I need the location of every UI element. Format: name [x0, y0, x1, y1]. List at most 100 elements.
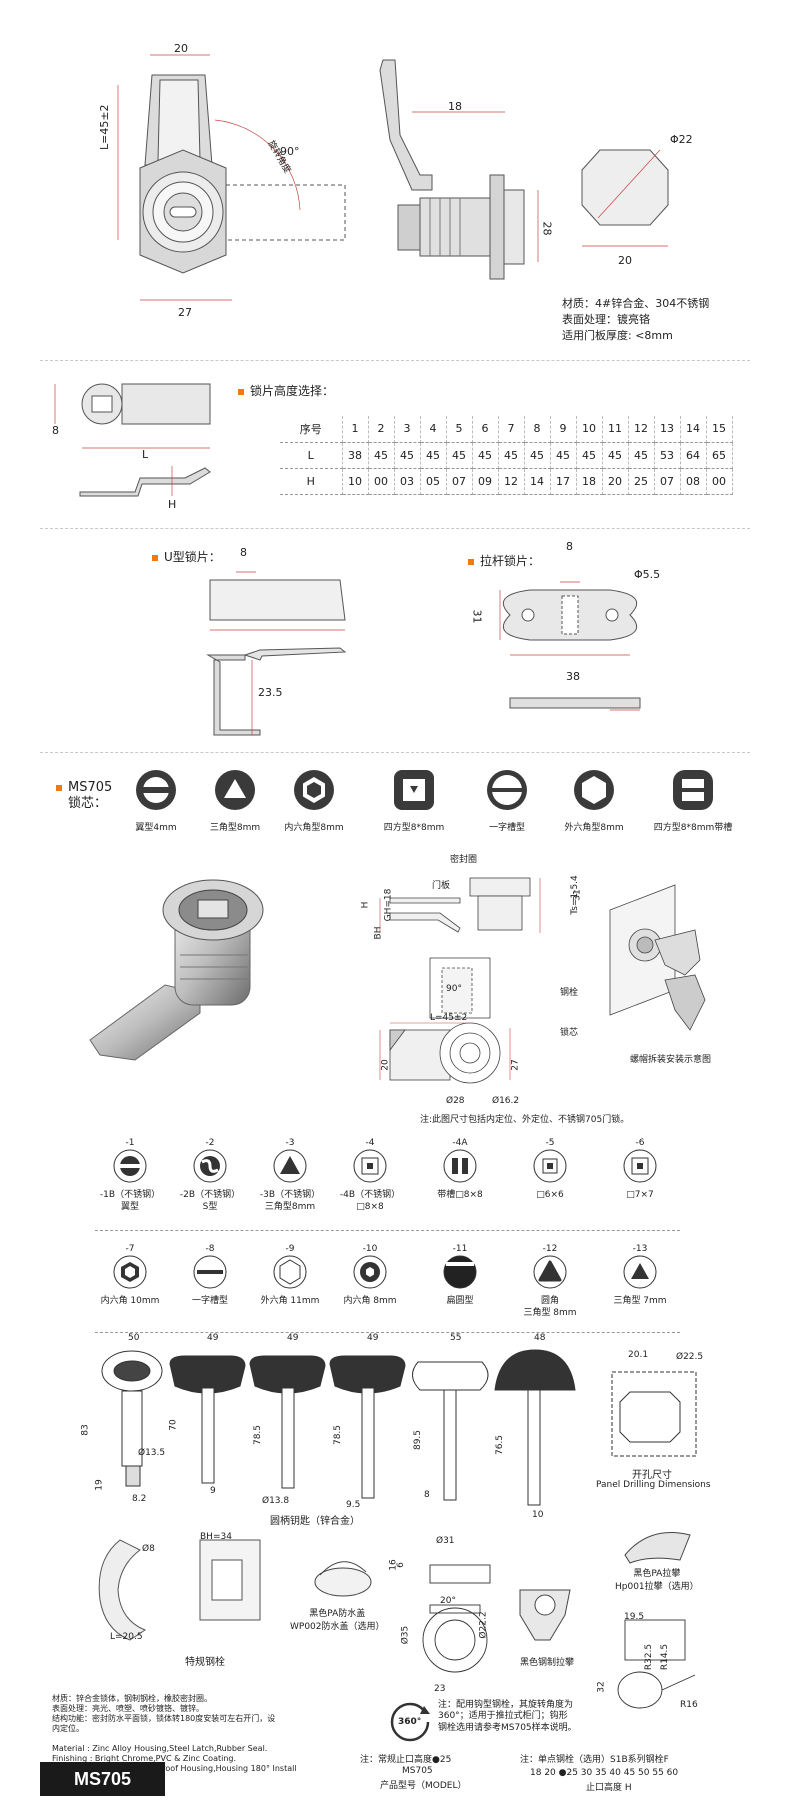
u-tongue-drawing [206, 571, 347, 736]
u-dim-23: 23.5 [258, 686, 283, 699]
cover-dims-drawing [422, 1564, 491, 1673]
slot-core-icon [193, 1255, 227, 1289]
bullet-icon [238, 388, 244, 395]
dim-phi22: Φ22 [670, 133, 693, 146]
variant-item: -5 □6×6 [500, 1138, 600, 1202]
rotation-360-label: 360° [398, 1717, 422, 1727]
table-cell: 07 [654, 468, 681, 495]
table-cell: 4 [420, 416, 447, 443]
table-cell: 13 [654, 416, 681, 443]
label-bolt: 钢栓 [560, 988, 579, 998]
table-cell: 65 [706, 442, 733, 469]
table-cell: 38 [342, 442, 369, 469]
table-cell: 45 [628, 442, 655, 469]
table-cell: 10 [576, 416, 603, 443]
bullet-icon [468, 558, 474, 565]
table-cell: 45 [550, 442, 577, 469]
dim-angle-90: 90° [280, 145, 300, 158]
panel-dim-dia: Ø22.5 [676, 1352, 704, 1362]
table-cell: 1 [342, 416, 369, 443]
s-core-icon [193, 1149, 227, 1183]
key-width: 50 [128, 1333, 140, 1343]
u-dim-8: 8 [240, 546, 247, 559]
triangle-7-icon [623, 1255, 657, 1289]
groove-core-icon [443, 1149, 477, 1183]
variant-item: -11 扁圆型 [410, 1244, 510, 1308]
table-cell: 5 [446, 416, 473, 443]
label-door: 门板 [432, 881, 451, 891]
table-cell: 17 [550, 468, 577, 495]
variant-item: -13 三角型 7mm [613, 1244, 667, 1306]
inner-hex-8-icon [353, 1255, 387, 1289]
key-dim: 9.5 [346, 1500, 361, 1510]
slot-core-icon [487, 770, 527, 810]
section-divider [40, 528, 750, 529]
dim-18: 18 [448, 100, 462, 113]
key-height: 76.5 [495, 1434, 506, 1456]
key-width: 49 [367, 1333, 379, 1343]
core-type-square-groove: 四方型8*8mm带槽 [645, 768, 741, 833]
bullet-icon [56, 784, 62, 791]
tongue-height-table: 序号 1 2 3 4 5 6 7 8 9 10 11 12 13 14 15 L… [280, 416, 733, 495]
table-cell: 序号 [280, 416, 343, 443]
key-width: 55 [450, 1333, 462, 1343]
key-dim: Ø13.5 [138, 1448, 166, 1458]
variant-item: -9 外六角 11mm [260, 1244, 320, 1306]
key-dim: 8.2 [132, 1494, 147, 1504]
label-162: Ø16.2 [492, 1096, 520, 1106]
table-cell: 11 [602, 416, 629, 443]
table-cell: 00 [706, 468, 733, 495]
keys-title: 圆柄钥匙（锌合金） [270, 1516, 360, 1527]
core-type-outer-hex: 外六角型8mm [556, 768, 632, 833]
spec-line: 表面处理：镀亮铬 [562, 312, 650, 326]
square-groove-core-icon [673, 770, 713, 810]
variant-item: -7 内六角 10mm [100, 1244, 160, 1306]
table-cell: 53 [654, 442, 681, 469]
stop-heights-list: 18 20 ●25 30 35 40 45 50 55 60 [530, 1768, 679, 1778]
table-cell: 12 [498, 468, 525, 495]
model-small: MS705 [402, 1766, 433, 1776]
round-triangle-icon [533, 1255, 567, 1289]
tongue-dim-8: 8 [52, 424, 59, 437]
tongue-dim-h: H [168, 498, 177, 511]
stop-height-note: 注：常规止口高度●25 [360, 1755, 452, 1765]
table-cell: 45 [576, 442, 603, 469]
square-6-core-icon [533, 1149, 567, 1183]
flat-round-icon [443, 1255, 477, 1289]
table-cell: 45 [394, 442, 421, 469]
key-dim: 10 [532, 1510, 544, 1520]
table-cell: 18 [576, 468, 603, 495]
label-27: 27 [510, 1059, 521, 1071]
spec-line: 材质：4#锌合金、304不锈钢 [562, 297, 710, 310]
label-20: 20 [380, 1059, 391, 1071]
panel-drilling-drawing [611, 1371, 697, 1457]
special-bolt-drawing [98, 1539, 261, 1641]
table-cell: 45 [420, 442, 447, 469]
variant-item: -6 □7×7 [590, 1138, 690, 1202]
top-drawings [117, 54, 669, 301]
table-cell: 10 [342, 468, 369, 495]
square-7-core-icon [623, 1149, 657, 1183]
table-cell: 08 [680, 468, 707, 495]
model-cn: 产品型号（MODEL） [380, 1781, 467, 1791]
key-height: 19 [94, 1479, 105, 1491]
panel-dim-top: 20.1 [628, 1350, 649, 1360]
triangle-core-icon [273, 1149, 307, 1183]
table-cell: 9 [550, 416, 577, 443]
table-cell: 14 [524, 468, 551, 495]
outer-hex-core-icon [574, 770, 614, 810]
spec-line: 适用门板厚度: <8mm [562, 328, 673, 342]
table-cell: 7 [498, 416, 525, 443]
table-cell: 14 [680, 416, 707, 443]
cover-dim-23: 23 [434, 1684, 446, 1694]
pull-dim-31: 31 [470, 609, 484, 624]
label-28: Ø28 [446, 1096, 465, 1106]
table-row: L 38 45 45 45 45 45 45 45 45 45 45 45 53… [280, 442, 733, 469]
key-width: 49 [207, 1333, 219, 1343]
table-cell: 25 [628, 468, 655, 495]
key-height: 78.5 [333, 1424, 344, 1446]
table-cell: 09 [472, 468, 499, 495]
hp-dim-145: R14.5 [660, 1643, 671, 1671]
inner-hex-10-icon [113, 1255, 147, 1289]
waterproof-cover-caption: 黑色PA防水盖 WP002防水盖（选用） [290, 1609, 385, 1632]
